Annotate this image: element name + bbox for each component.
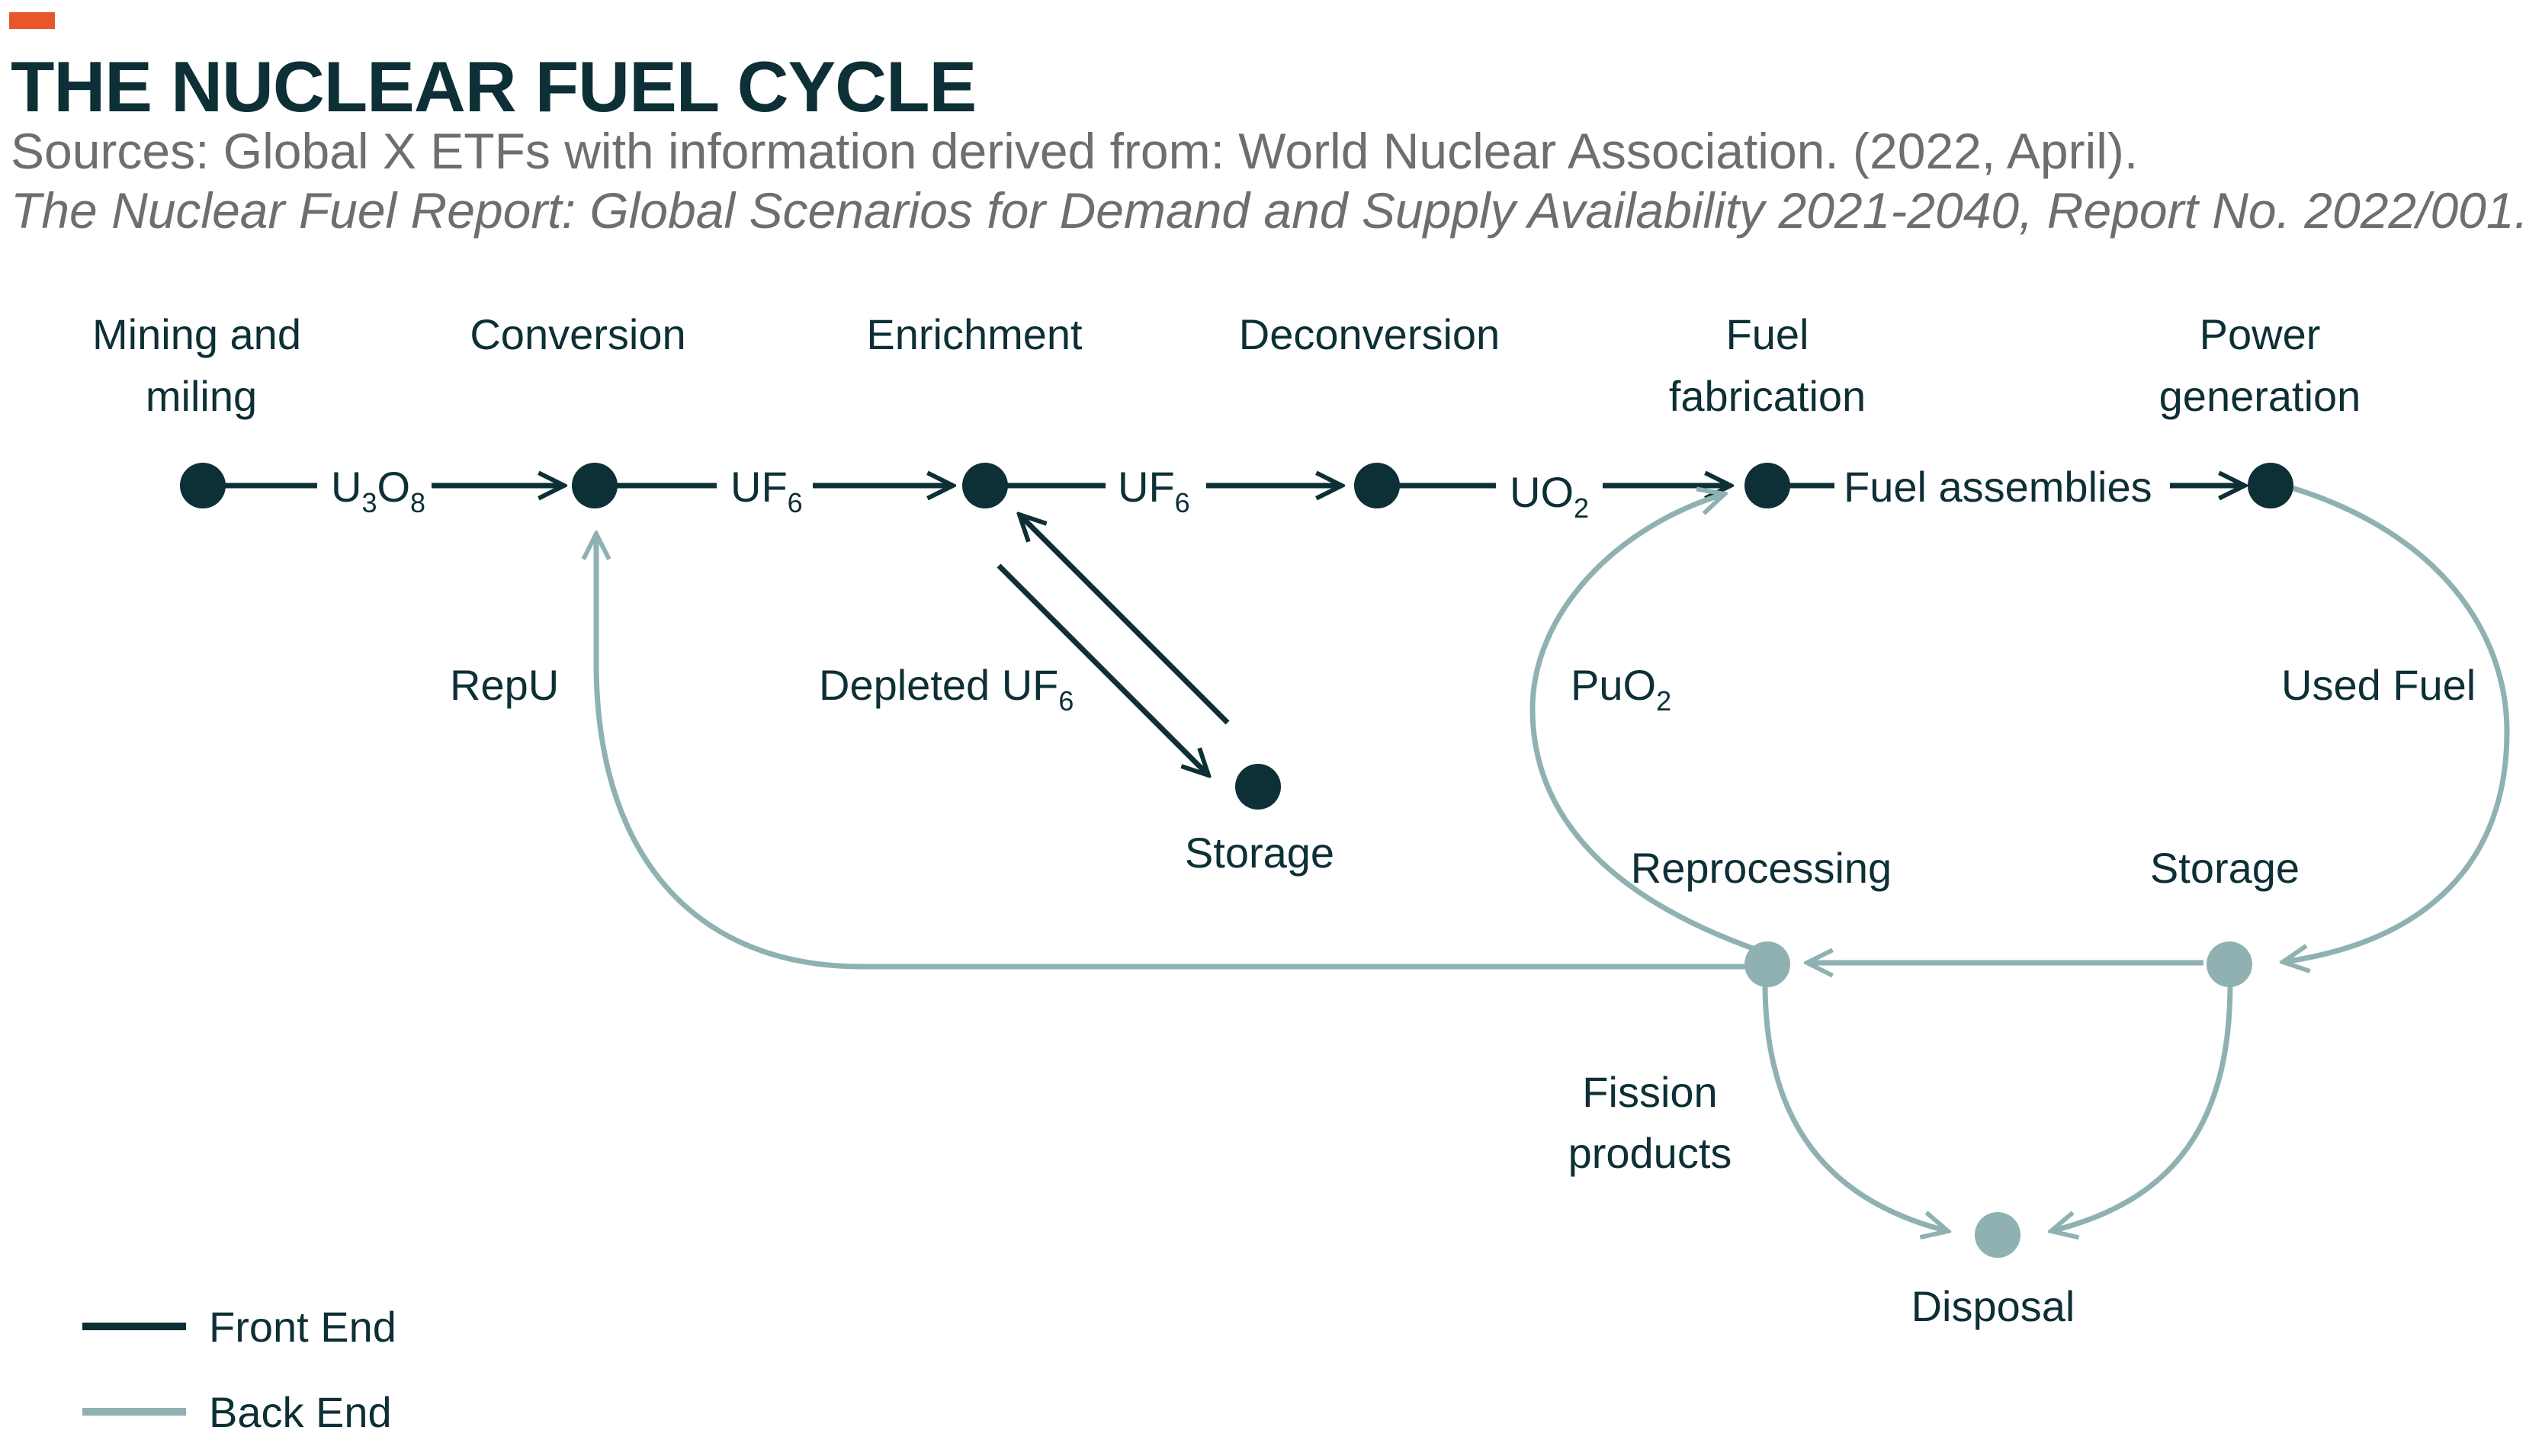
label-enrichment: Enrichment: [866, 310, 1083, 358]
node-mining: [180, 463, 226, 508]
flow-arrow-repu: [596, 534, 1767, 970]
label-power-line1: Power: [2200, 310, 2321, 358]
label-fabrication-line1: Fuel: [1726, 310, 1809, 358]
legend-label-back-end: Back End: [209, 1388, 392, 1436]
node-depleted-storage: [1235, 764, 1281, 810]
flow-arrow-fission-products: [1762, 983, 1948, 1231]
label-fission-products-line1: Fission: [1582, 1068, 1717, 1116]
label-depleted-storage: Storage: [1185, 829, 1334, 877]
label-reprocessing: Reprocessing: [1631, 844, 1892, 892]
label-mining-line2: miling: [146, 372, 257, 420]
flow-arrow-puo2: [1529, 494, 1767, 956]
legend-label-front-end: Front End: [209, 1303, 396, 1351]
label-mining-line1: Mining and: [92, 310, 301, 358]
legend: Front End Back End: [82, 1303, 396, 1436]
label-disposal: Disposal: [1911, 1282, 2075, 1330]
label-deconversion: Deconversion: [1239, 310, 1500, 358]
source-line-1: Sources: Global X ETFs with information …: [11, 123, 2139, 179]
flow-arrow-used-fuel: [2283, 485, 2510, 962]
nodes: [180, 463, 2293, 1258]
node-deconversion: [1354, 463, 1400, 508]
label-uf6-2: UF6: [1118, 463, 1190, 518]
node-reprocessing: [1744, 941, 1790, 987]
node-enrichment: [962, 463, 1008, 508]
label-power-line2: generation: [2159, 372, 2361, 420]
label-uf6-1: UF6: [730, 463, 803, 518]
label-repu: RepU: [450, 661, 559, 709]
back-end-flows: [596, 485, 2510, 1231]
node-fabrication: [1744, 463, 1790, 508]
label-u3o8: U3O8: [331, 463, 425, 518]
flow-arrow-storage-to-disposal: [2051, 983, 2233, 1231]
flow-arrow-depleted-uf6: [997, 563, 1208, 775]
label-fabrication-line2: fabrication: [1669, 372, 1866, 420]
label-puo2: PuO2: [1571, 661, 1671, 717]
label-conversion: Conversion: [470, 310, 685, 358]
flow-labels: U3O8 UF6 UF6 UO2 Fuel assemblies RepU De…: [331, 463, 2476, 1177]
label-uo2: UO2: [1510, 468, 1589, 524]
flow-arrow-storage-return: [1019, 515, 1230, 725]
node-used-storage: [2207, 941, 2252, 987]
page-title: THE NUCLEAR FUEL CYCLE: [11, 47, 977, 127]
label-fission-products-line2: products: [1568, 1129, 1732, 1177]
label-depleted-uf6: Depleted UF6: [819, 661, 1074, 717]
label-used-storage: Storage: [2150, 844, 2300, 892]
label-fuel-assemblies: Fuel assemblies: [1844, 463, 2152, 511]
node-disposal: [1975, 1212, 2020, 1258]
accent-bar: [9, 12, 55, 29]
source-line-2: The Nuclear Fuel Report: Global Scenario…: [11, 182, 2528, 239]
stage-labels: Mining and miling Conversion Enrichment …: [92, 310, 2361, 1330]
node-conversion: [572, 463, 618, 508]
front-end-flows: [203, 486, 2245, 775]
label-used-fuel: Used Fuel: [2281, 661, 2476, 709]
node-power-generation: [2248, 463, 2293, 508]
